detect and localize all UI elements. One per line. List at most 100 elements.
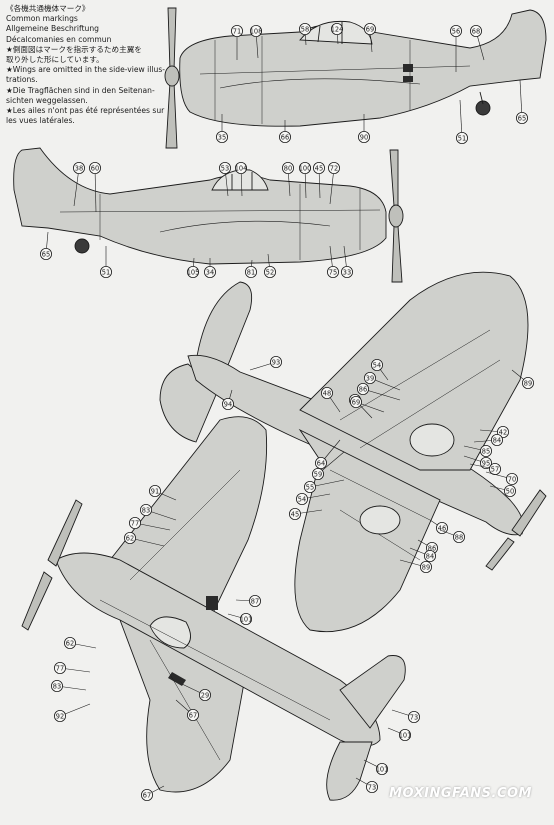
marking-callout: 48 [320,386,341,413]
callout-number: 69 [352,398,360,406]
callout-circle [124,532,137,545]
legend-note-de-1: ★Die Tragflächen sind in den Seitenan- [6,85,155,95]
callout-circle [54,662,67,675]
callout-number: 73 [368,783,376,791]
callout-number: 92 [56,712,64,720]
callout-circle [54,710,67,723]
marking-callout: 58 [298,22,311,46]
marking-callout: 92 [54,703,91,723]
callout-circle [435,522,448,535]
callout-number: 65 [518,114,526,122]
callout-number: 45 [291,510,299,518]
callout-number: 60 [91,164,99,172]
callout-circle [312,161,325,174]
callout-circle [295,492,308,505]
callout-number: 70 [508,475,516,483]
marking-callout: 39 [363,371,401,391]
callout-number: 85 [482,447,490,455]
callout-circle [505,472,518,485]
callout-number: 86 [428,544,436,552]
marking-callout: 86 [356,382,401,401]
marking-callout: 59 [311,451,345,480]
callout-circle [330,22,343,35]
callout-number: 51 [458,134,466,142]
legend-note-fr-1: ★Les ailes n'ont pas été représentées su… [6,106,165,116]
callout-number: 62 [126,534,134,542]
marking-callout: 77 [128,517,171,531]
callout-number: 54 [373,361,381,369]
underside-view [159,271,547,633]
callout-number: 45 [315,164,323,172]
callout-number: 108 [250,27,263,35]
callout-circle [356,382,369,395]
callout-circle [248,595,261,608]
marking-callout: 66 [278,120,291,143]
callout-circle [479,444,492,457]
marking-callout: 54 [370,358,389,381]
callout-number: 72 [330,164,338,172]
callout-number: 83 [142,506,150,514]
callout-number: 42 [499,428,507,436]
marking-callout: 52 [263,253,276,278]
marking-callout: 100 [299,161,311,199]
callout-number: 73 [410,713,418,721]
marking-callout: 89 [399,559,432,574]
marking-callout: 29 [181,683,211,702]
callout-number: 88 [455,533,463,541]
legend-title: 《各機共通機体マーク》 [6,4,90,13]
callout-circle [522,376,535,389]
marking-callout: 67 [175,699,199,722]
marking-callout: 101 [387,727,412,742]
callout-circle [186,709,199,722]
marking-callout: 84 [409,547,436,563]
callout-circle [314,456,327,469]
callout-number: 77 [131,519,139,527]
callout-circle [218,161,231,174]
marking-callout: 85 [463,444,492,457]
legend-note-de-2: sichten weggelassen. [6,95,88,105]
marking-callout: 80 [281,161,294,197]
callout-number: 77 [56,664,64,672]
callout-number: 46 [438,524,446,532]
callout-circle [327,161,340,174]
callout-leader [94,167,97,213]
marking-callout: 65 [516,79,529,125]
callout-number: 101 [376,765,389,773]
marking-callout: 83 [139,503,177,521]
top-view [21,416,406,801]
callout-circle [288,507,301,520]
callout-circle [349,395,362,408]
marking-callout: 105 [187,257,199,278]
marking-callout: 77 [54,662,91,675]
legend-line-fr: Décalcomanies en commun [6,34,112,44]
marking-callout: 89 [511,369,535,389]
callout-number: 51 [102,268,110,276]
callout-number: 56 [452,27,460,35]
callout-circle [455,131,468,144]
callout-leader [329,167,335,205]
legend-note-jp-2: 取り外した形にしています。 [6,55,104,65]
callout-circle [326,265,339,278]
callout-circle [340,265,353,278]
marking-callout: 93 [249,355,282,371]
marking-callout: 73 [355,777,378,794]
marking-callout: 51 [100,246,113,278]
callout-number: 101 [399,731,412,739]
marking-callout: 67 [140,785,165,802]
callout-number: 52 [266,268,274,276]
callout-circle [140,789,153,802]
callout-leader [362,388,401,401]
callout-circle [221,397,234,410]
callout-number: 94 [224,400,232,408]
callout-circle [73,161,86,174]
callout-circle [281,161,294,174]
marking-callout: 84 [473,433,503,446]
callout-circle [303,480,316,493]
callout-circle [203,265,216,278]
callout-circle [139,503,152,516]
callout-circle [479,456,492,469]
marking-callout: 38 [73,161,86,207]
marking-callout: 124 [330,22,343,45]
callout-circle [89,161,102,174]
callout-leader [73,167,80,207]
